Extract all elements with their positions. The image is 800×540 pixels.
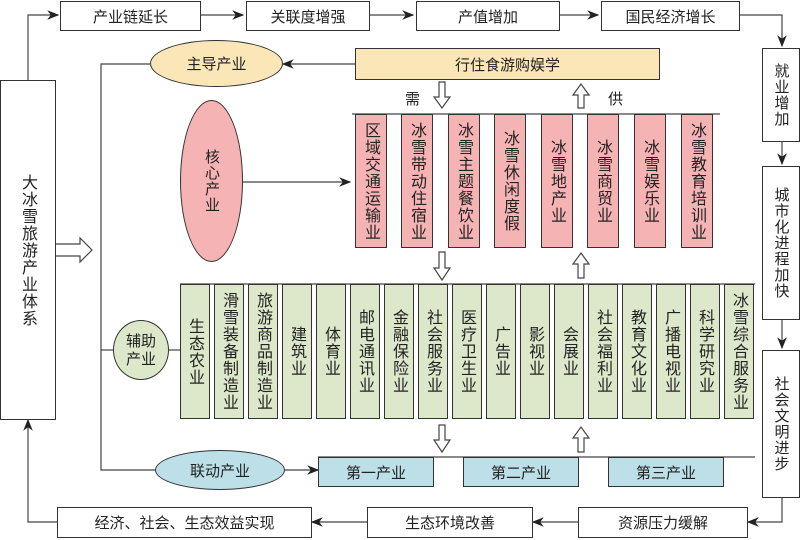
system-label: 大冰雪旅游产业体系 xyxy=(19,173,38,327)
auxiliary-industry-item-label: 生态农业 xyxy=(186,317,205,386)
chain-box-correlation: 关联度增强 xyxy=(246,1,370,31)
auxiliary-industry-item: 滑雪装备制造业 xyxy=(214,284,244,419)
auxiliary-industry-item-label: 广播电视业 xyxy=(662,309,681,394)
linked-item-label: 第二产业 xyxy=(490,463,551,482)
auxiliary-industry-label: 辅助产业 xyxy=(125,332,156,368)
secondary-industry-box: 第二产业 xyxy=(463,457,579,487)
auxiliary-industry-item-label: 旅游商品制造业 xyxy=(254,292,273,411)
chain-box-economy-growth: 国民经济增长 xyxy=(601,1,740,31)
auxiliary-industry-item-label: 滑雪装备制造业 xyxy=(220,292,239,411)
leading-industry-label: 主导产业 xyxy=(186,55,247,73)
auxiliary-industry-item-label: 广告业 xyxy=(492,326,511,377)
primary-industry-box: 第一产业 xyxy=(318,457,434,487)
core-industry-item-label: 冰雪商贸业 xyxy=(594,138,613,224)
auxiliary-industry-item-label: 社会福利业 xyxy=(594,309,613,394)
demand-label: 需 xyxy=(405,90,421,108)
auxiliary-industry-item-label: 冰雪综合服务业 xyxy=(730,292,749,411)
chain-label: 生态环境改善 xyxy=(404,514,495,532)
auxiliary-industry-item-label: 科学研究业 xyxy=(696,309,715,394)
linked-item-label: 第三产业 xyxy=(635,463,696,482)
auxiliary-industry-item-label: 社会服务业 xyxy=(424,309,443,394)
core-industry-item-label: 冰雪娱乐业 xyxy=(641,138,660,224)
auxiliary-industry-item-label: 邮电通讯业 xyxy=(356,309,375,394)
core-industry-label: 核心产业 xyxy=(203,149,221,213)
linked-item-label: 第一产业 xyxy=(345,463,406,482)
auxiliary-industry-item-label: 金融保险业 xyxy=(390,309,409,394)
auxiliary-industry-item: 旅游商品制造业 xyxy=(248,284,278,419)
chain-box-civilization: 社会文明进步 xyxy=(762,350,800,498)
auxiliary-industry-item: 生态农业 xyxy=(180,284,210,419)
linked-industry-label: 联动产业 xyxy=(189,461,250,480)
auxiliary-industry-item-label: 教育文化业 xyxy=(628,309,647,394)
chain-box-urbanization: 城市化进程加快 xyxy=(762,166,800,320)
core-industry-item: 区域交通运输业 xyxy=(355,114,387,248)
auxiliary-industry-circle: 辅助产业 xyxy=(113,320,169,380)
chain-label: 就业增加 xyxy=(772,63,791,127)
auxiliary-industry-item: 金融保险业 xyxy=(384,284,414,419)
core-industry-item-label: 冰雪地产业 xyxy=(548,138,567,224)
chain-label: 资源压力缓解 xyxy=(617,514,708,532)
auxiliary-industry-item: 社会福利业 xyxy=(588,284,618,419)
auxiliary-industry-item-label: 医疗卫生业 xyxy=(458,309,477,394)
auxiliary-industry-item: 会展业 xyxy=(554,284,584,419)
auxiliary-industry-item: 体育业 xyxy=(316,284,346,419)
auxiliary-industry-item: 医疗卫生业 xyxy=(452,284,482,419)
chain-label: 产值增加 xyxy=(457,7,518,26)
auxiliary-industry-item-label: 建筑业 xyxy=(288,326,307,377)
core-industry-item: 冰雪主题餐饮业 xyxy=(448,114,480,248)
auxiliary-industry-item-label: 体育业 xyxy=(322,326,341,377)
chain-box-output-value: 产值增加 xyxy=(416,1,560,31)
chain-box-chain-extension: 产业链延长 xyxy=(60,1,201,31)
core-industry-item: 冰雪娱乐业 xyxy=(634,114,666,248)
core-industry-item-label: 冰雪教育培训业 xyxy=(688,121,707,241)
auxiliary-industry-item: 邮电通讯业 xyxy=(350,284,380,419)
chain-label: 经济、社会、生态效益实现 xyxy=(94,514,275,532)
core-industry-item: 冰雪商贸业 xyxy=(587,114,619,248)
auxiliary-industry-item-label: 影视业 xyxy=(526,326,545,377)
chain-box-resource-relief: 资源压力缓解 xyxy=(578,507,748,538)
leading-activities-label: 行住食游购娱学 xyxy=(454,55,560,74)
auxiliary-industry-item: 教育文化业 xyxy=(622,284,652,419)
auxiliary-industry-item: 冰雪综合服务业 xyxy=(724,284,754,419)
chain-box-employment: 就业增加 xyxy=(762,48,800,142)
core-industry-item: 冰雪带动住宿业 xyxy=(401,114,433,248)
core-industry-ellipse: 核心产业 xyxy=(180,100,243,262)
leading-industry-ellipse: 主导产业 xyxy=(150,40,283,87)
core-industry-item-label: 冰雪带动住宿业 xyxy=(408,121,427,241)
core-industry-item: 冰雪休闲度假 xyxy=(494,114,526,248)
supply-label: 供 xyxy=(608,90,624,108)
chain-label: 社会文明进步 xyxy=(772,376,791,472)
auxiliary-industry-item: 科学研究业 xyxy=(690,284,720,419)
auxiliary-industry-item: 广播电视业 xyxy=(656,284,686,419)
core-industry-item-label: 冰雪休闲度假 xyxy=(501,130,520,232)
auxiliary-industry-item: 社会服务业 xyxy=(418,284,448,419)
auxiliary-industry-item: 建筑业 xyxy=(282,284,312,419)
chain-label: 城市化进程加快 xyxy=(772,187,791,299)
chain-label: 关联度增强 xyxy=(270,7,346,26)
chain-box-benefits: 经济、社会、生态效益实现 xyxy=(57,507,312,538)
core-industry-item-label: 冰雪主题餐饮业 xyxy=(455,121,474,241)
auxiliary-industry-item: 广告业 xyxy=(486,284,516,419)
core-industry-item: 冰雪教育培训业 xyxy=(681,114,713,248)
tertiary-industry-box: 第三产业 xyxy=(608,457,724,487)
chain-box-ecology-improve: 生态环境改善 xyxy=(367,507,533,538)
auxiliary-industry-item-label: 会展业 xyxy=(560,326,579,377)
core-industry-item: 冰雪地产业 xyxy=(541,114,573,248)
system-box: 大冰雪旅游产业体系 xyxy=(0,80,56,420)
leading-activities-bar: 行住食游购娱学 xyxy=(355,48,660,80)
core-industry-item-label: 区域交通运输业 xyxy=(362,121,381,241)
auxiliary-industry-item: 影视业 xyxy=(520,284,550,419)
linked-industry-ellipse: 联动产业 xyxy=(155,450,285,490)
chain-label: 国民经济增长 xyxy=(625,7,716,26)
chain-label: 产业链延长 xyxy=(92,7,168,26)
